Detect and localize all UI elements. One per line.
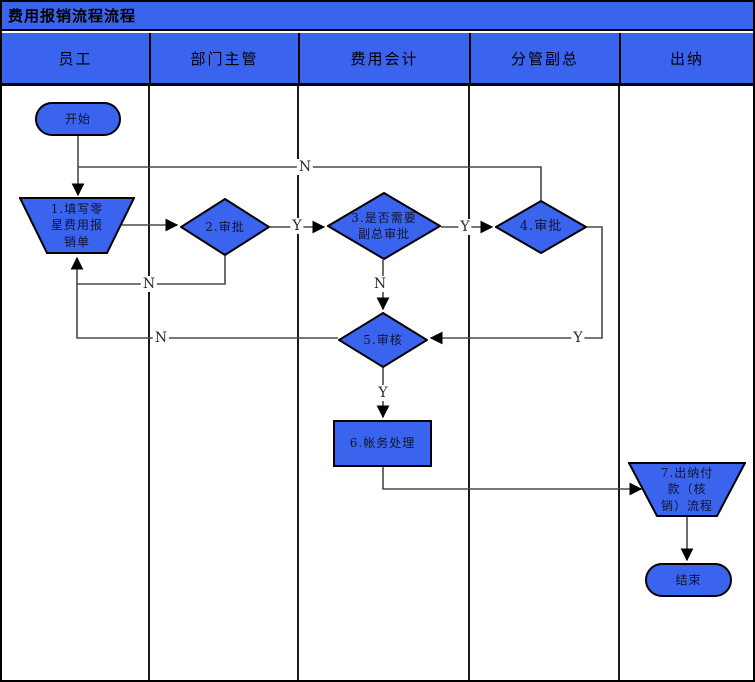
node-step6-account-processing: 6.帐务处理 [333,420,432,467]
diamond-shape [338,312,428,368]
node-start-terminator: 开始 [35,102,121,136]
node-end-terminator: 结束 [645,563,732,597]
diamond-shape [180,198,270,256]
lane-header-dept-manager: 部门主管 [149,33,298,83]
node-label: 开始 [64,111,91,126]
lane-divider-1 [148,86,150,680]
title-band: 费用报销流程流程 [2,2,753,31]
lane-label: 员工 [58,49,93,68]
node-step1-fill-expense-form: 1.填写零星费用报销单 [19,197,135,254]
node-label: 1.填写零星费用报销单 [50,202,104,249]
node-label: 结束 [675,572,702,587]
edge-label-step2-yes: Y [290,218,304,234]
node-label: 4.审批 [519,219,563,235]
diamond-shape [327,192,441,260]
page-title: 费用报销流程流程 [8,7,137,25]
node-step5-review-decision: 5.审核 [338,312,428,368]
edge-label-step4-yes: Y [571,330,585,346]
edge-label-step5-yes: Y [376,385,390,401]
lane-header-expense-accountant: 费用会计 [298,33,469,83]
diamond-shape [495,200,587,254]
swimlane-header-band: 员工 部门主管 费用会计 分管副总 出纳 [2,33,753,86]
lane-header-cashier: 出纳 [619,33,753,83]
edge-label-step3-no: N [371,276,389,292]
edge-label-step5-no: N [152,330,170,346]
node-label: 6.帐务处理 [349,436,416,451]
lane-divider-4 [618,86,620,680]
lane-label: 部门主管 [190,49,259,68]
node-step3-need-vp-approval-decision: 3.是否需要副总审批 [327,192,441,260]
lane-header-employee: 员工 [2,33,149,83]
lane-label: 分管副总 [510,49,579,68]
node-label: 3.是否需要副总审批 [351,210,417,241]
lane-header-vp: 分管副总 [469,33,619,83]
node-label: 2.审批 [205,219,245,234]
lane-divider-2 [297,86,299,680]
trapezoid-shape [628,462,746,517]
node-label: 7.出纳付款（核销）流程 [660,466,714,513]
edge-label-step2-no: N [140,276,158,292]
lane-divider-3 [468,86,470,680]
lane-label: 费用会计 [350,49,419,68]
trapezoid-shape [19,197,135,254]
node-step7-cashier-payment-process: 7.出纳付款（核销）流程 [628,462,746,517]
edge-label-step3-yes: Y [458,219,472,235]
edge-label-step4-no: N [296,159,314,175]
node-step4-vp-approve-decision: 4.审批 [495,200,587,254]
node-step2-approve-decision: 2.审批 [180,198,270,256]
node-label: 5.审核 [363,332,403,347]
lane-label: 出纳 [669,49,704,68]
